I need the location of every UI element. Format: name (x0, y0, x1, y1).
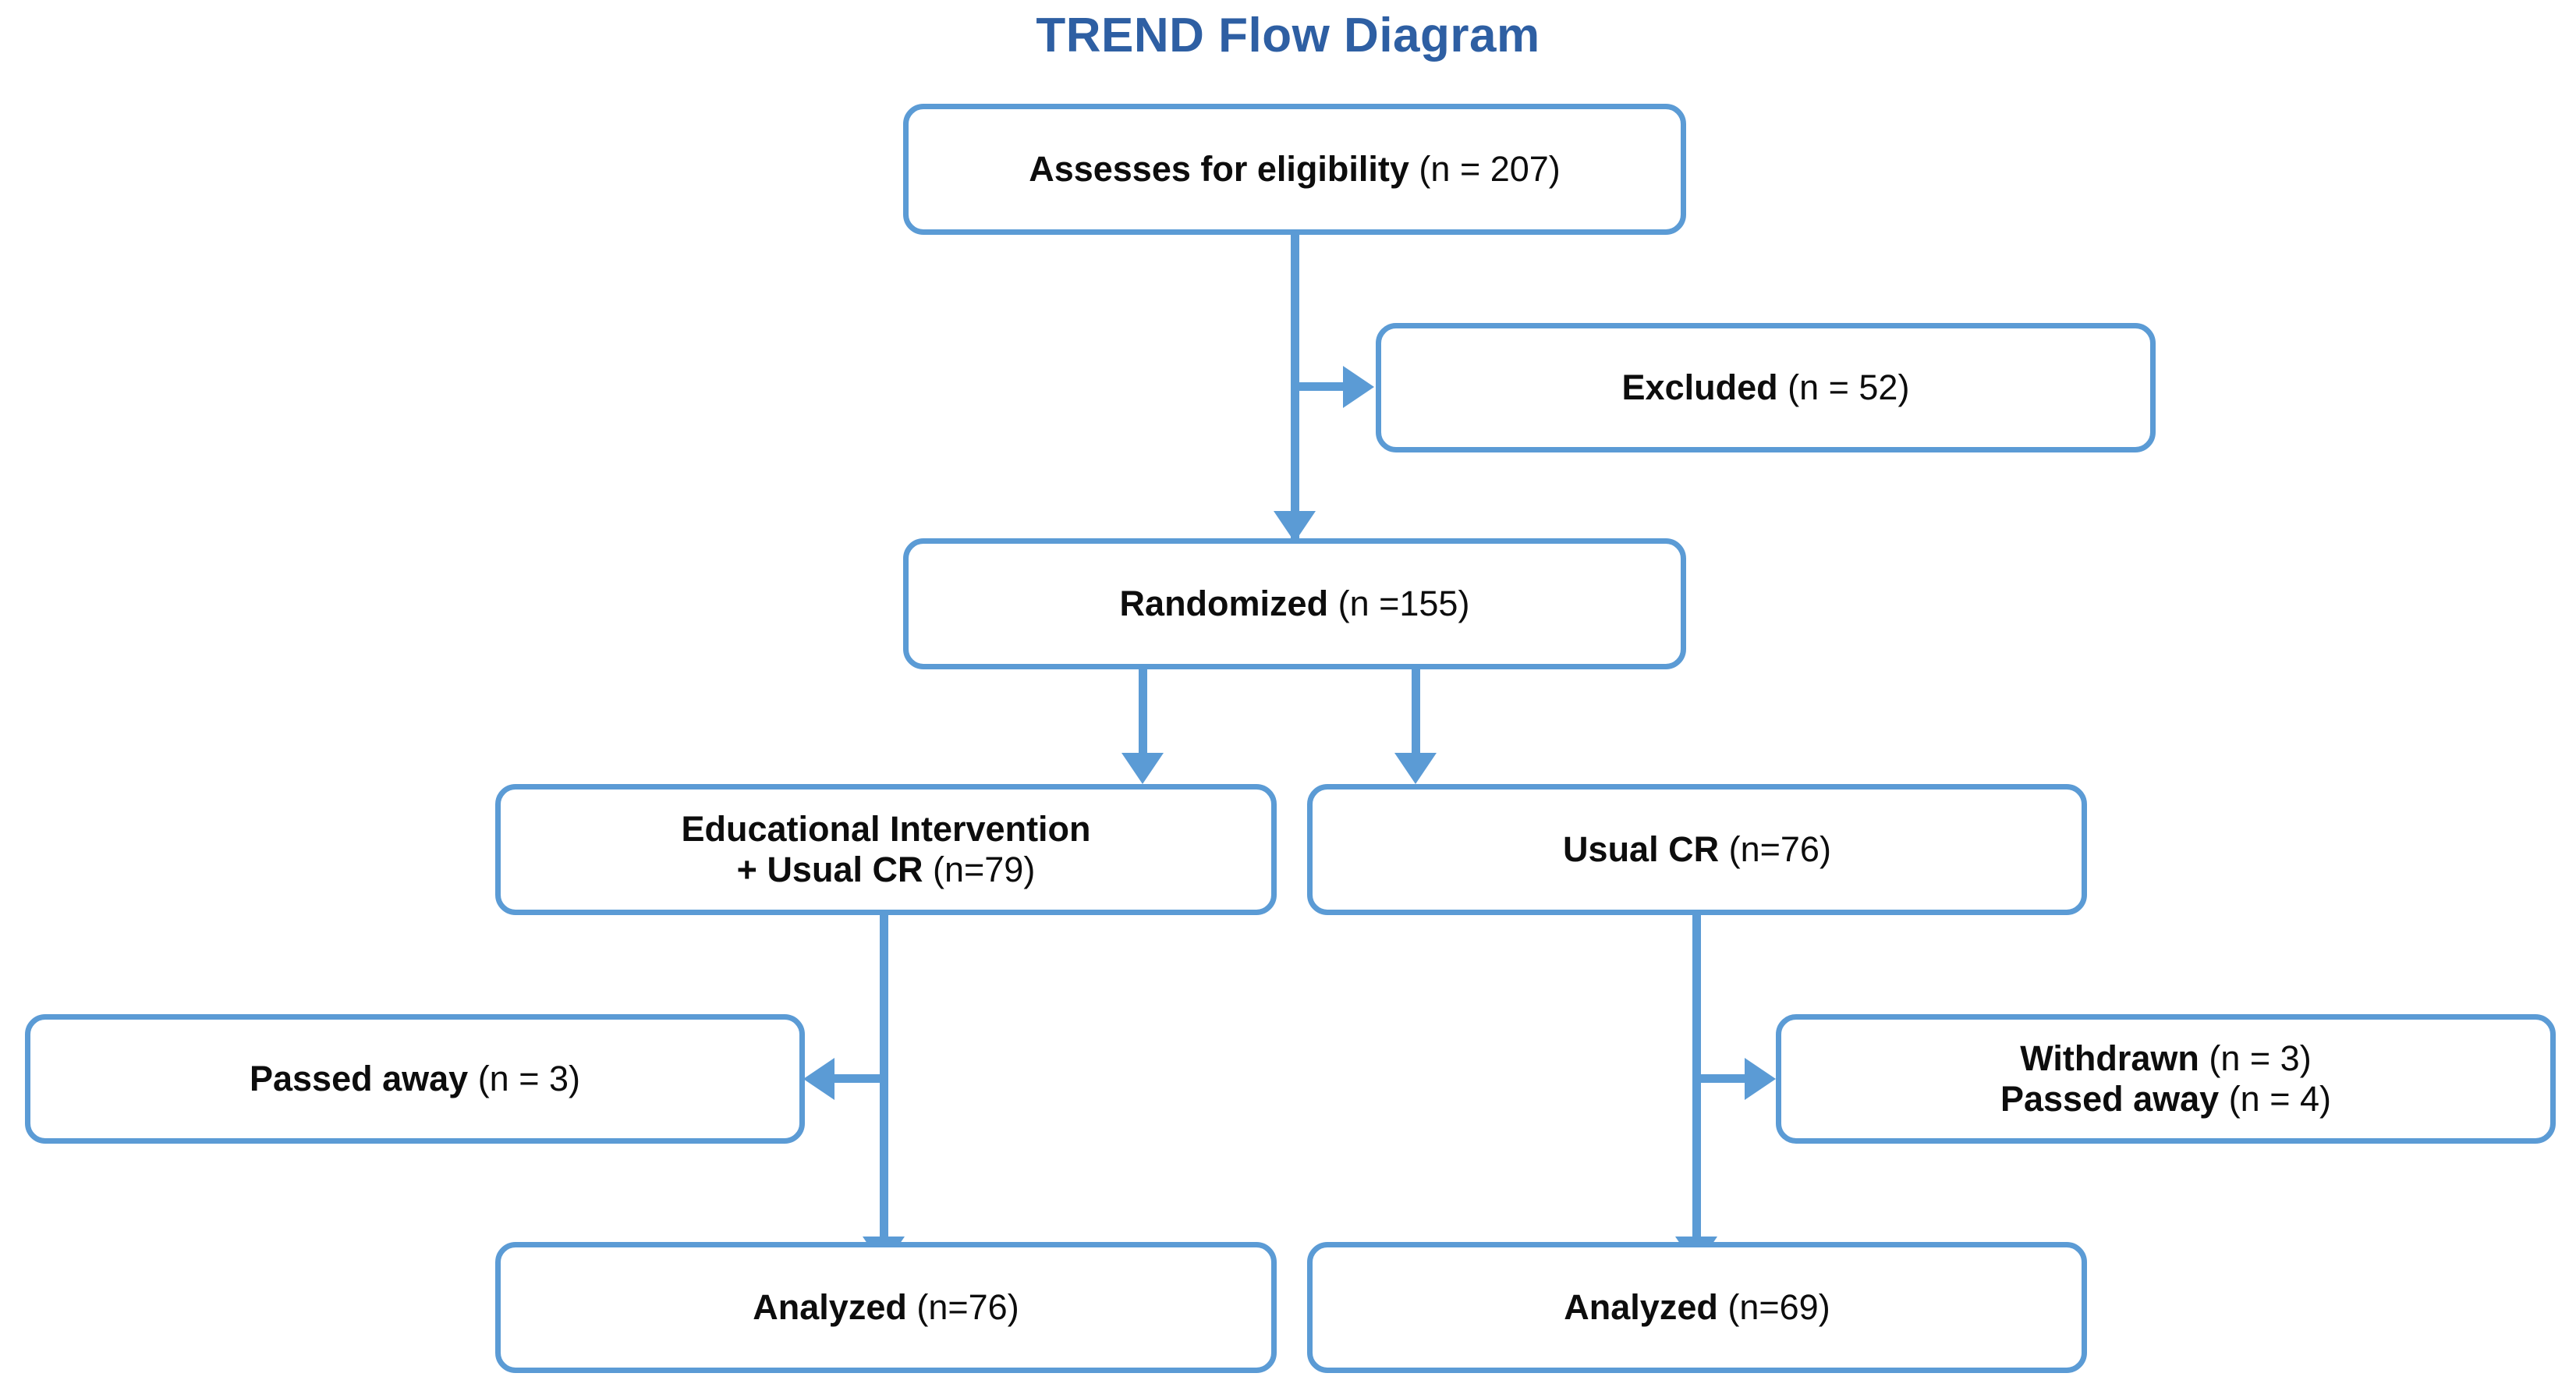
node-right-loss-line2-count: (n = 4) (2219, 1079, 2331, 1119)
node-analyzed-right-label: Analyzed (1564, 1286, 1718, 1327)
arrowhead-assessed-to-randomized (1274, 511, 1316, 542)
node-excluded[interactable]: Excluded (n = 52) (1376, 323, 2156, 452)
connector-control-to-analyzed (1692, 911, 1701, 1266)
node-passed-away-left[interactable]: Passed away (n = 3) (25, 1014, 805, 1144)
node-analyzed-right[interactable]: Analyzed (n=69) (1307, 1242, 2087, 1373)
node-randomized-label: Randomized (1119, 583, 1329, 623)
node-excluded-label: Excluded (1621, 367, 1778, 407)
connector-intervention-to-analyzed (880, 911, 888, 1266)
node-assessed-count: (n = 207) (1408, 148, 1561, 189)
node-usual-cr[interactable]: Usual CR (n=76) (1307, 784, 2087, 915)
node-left-loss-label: Passed away (249, 1058, 469, 1098)
node-control-count: (n=76) (1719, 829, 1831, 869)
arrowhead-assessed-to-excluded (1343, 366, 1374, 408)
page-title: TREND Flow Diagram (1036, 9, 1540, 62)
node-analyzed-left-label: Analyzed (753, 1286, 907, 1327)
connector-control-to-right-loss (1696, 1074, 1745, 1083)
connector-randomized-to-intervention (1139, 667, 1147, 757)
node-right-loss-line1-count: (n = 3) (2199, 1038, 2312, 1078)
node-educational-intervention[interactable]: Educational Intervention + Usual CR (n=7… (495, 784, 1277, 915)
node-left-loss-count: (n = 3) (468, 1058, 580, 1098)
node-analyzed-right-count: (n=69) (1717, 1286, 1830, 1327)
arrowhead-randomized-to-intervention (1121, 753, 1164, 784)
connector-intervention-to-left-loss (834, 1074, 883, 1083)
node-excluded-count: (n = 52) (1777, 367, 1910, 407)
node-control-label: Usual CR (1563, 829, 1720, 869)
node-analyzed-left[interactable]: Analyzed (n=76) (495, 1242, 1277, 1373)
node-intervention-line2: + Usual CR (736, 850, 923, 889)
node-randomized-count: (n =155) (1328, 583, 1470, 623)
arrowhead-randomized-to-control (1394, 753, 1437, 784)
node-right-loss-line1-label: Withdrawn (2020, 1038, 2199, 1078)
node-right-loss-line2-label: Passed away (2000, 1079, 2220, 1119)
node-analyzed-left-count: (n=76) (906, 1286, 1019, 1327)
arrowhead-intervention-to-left-loss (803, 1058, 834, 1100)
connector-assessed-to-excluded (1295, 382, 1343, 391)
node-intervention-count: (n=79) (923, 850, 1036, 889)
connector-randomized-to-control (1412, 667, 1420, 757)
node-assessed-for-eligibility[interactable]: Assesses for eligibility (n = 207) (903, 104, 1686, 235)
node-randomized[interactable]: Randomized (n =155) (903, 538, 1686, 669)
node-assessed-label: Assesses for eligibility (1029, 148, 1409, 189)
node-withdrawn-passed-away-right[interactable]: Withdrawn (n = 3) Passed away (n = 4) (1776, 1014, 2556, 1144)
node-intervention-line1: Educational Intervention (681, 808, 1091, 849)
arrowhead-control-to-right-loss (1745, 1058, 1776, 1100)
